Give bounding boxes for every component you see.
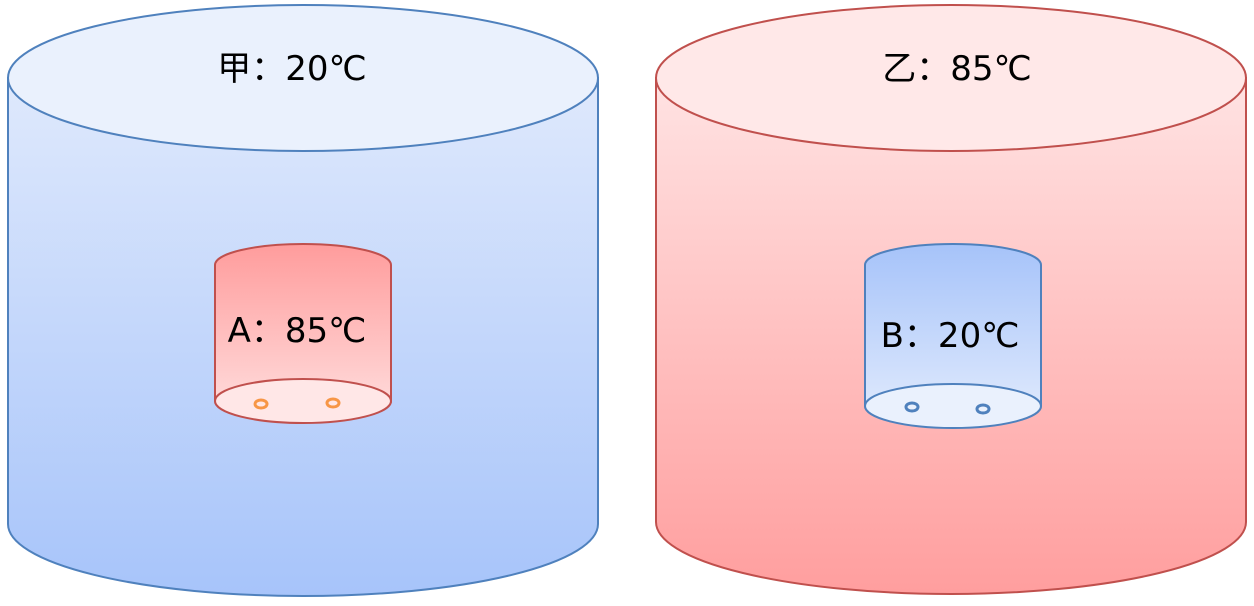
sample-a: A：85℃ — [214, 243, 392, 424]
sample-b: B：20℃ — [864, 243, 1042, 429]
bubble-icon — [325, 397, 341, 409]
container-yi-label: 乙：85℃ — [882, 49, 1031, 89]
sample-b-bottom — [864, 383, 1042, 429]
bubble-icon — [904, 401, 920, 413]
sample-b-label: B：20℃ — [881, 316, 1020, 356]
container-jia-top — [7, 4, 599, 152]
sample-a-bottom — [214, 378, 392, 424]
sample-a-label: A：85℃ — [228, 311, 367, 351]
container-jia-label: 甲：20℃ — [217, 49, 366, 89]
container-yi-top — [655, 4, 1247, 152]
bubble-icon — [253, 398, 269, 410]
bubble-icon — [975, 403, 991, 415]
